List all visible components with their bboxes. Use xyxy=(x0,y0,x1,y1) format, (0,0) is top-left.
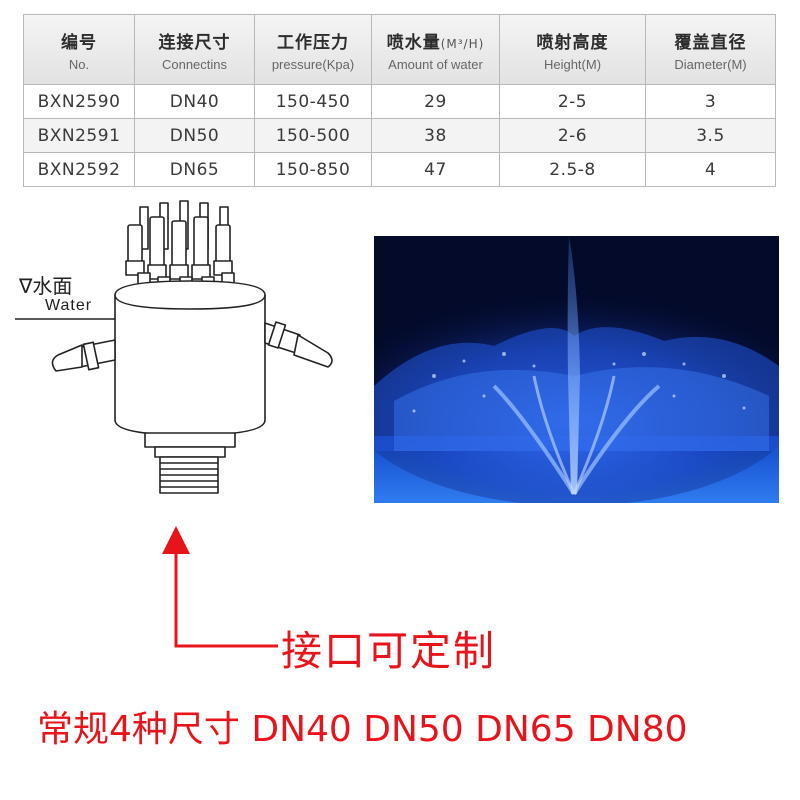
table-cell: 29 xyxy=(371,84,500,119)
table-cell: 3 xyxy=(645,84,776,119)
central-jet xyxy=(567,236,580,494)
table-cell: 2-5 xyxy=(499,84,646,119)
table-row: BXN2592 DN65 150-850 47 2.5-8 4 xyxy=(23,152,776,187)
side-nozzle-left xyxy=(51,339,116,372)
table-cell: BXN2592 xyxy=(23,152,135,187)
fountain-photo xyxy=(374,236,779,503)
table-cell: DN40 xyxy=(134,84,255,119)
table-cell: 2.5-8 xyxy=(499,152,646,187)
table-row: BXN2590 DN40 150-450 29 2-5 3 xyxy=(23,84,776,119)
red-arrow-icon xyxy=(162,526,278,648)
table-cell: 2-6 xyxy=(499,118,646,153)
table-row: BXN2591 DN50 150-500 38 2-6 3.5 xyxy=(23,118,776,153)
water-surface-label: ∇水面 xyxy=(19,274,73,298)
nozzle-body xyxy=(114,280,266,436)
table-cell: 47 xyxy=(371,152,500,187)
table-cell: 38 xyxy=(371,118,500,153)
threaded-connector xyxy=(159,456,219,494)
water-surface-label-en: Water xyxy=(45,297,93,314)
nozzle-collar xyxy=(144,432,236,448)
table-cell: 150-500 xyxy=(254,118,372,153)
table-cell: BXN2590 xyxy=(23,84,135,119)
table-cell: 150-450 xyxy=(254,84,372,119)
table-cell: 150-850 xyxy=(254,152,372,187)
side-nozzle-right xyxy=(264,321,333,368)
standard-sizes-text: 常规4种尺寸 DN40 DN50 DN65 DN80 xyxy=(37,709,688,750)
table-cell: BXN2591 xyxy=(23,118,135,153)
table-cell: 4 xyxy=(645,152,776,187)
table-cell: DN65 xyxy=(134,152,255,187)
customizable-interface-text: 接口可定制 xyxy=(281,627,496,675)
nozzle-diagram xyxy=(15,200,333,494)
table-cell: DN50 xyxy=(134,118,255,153)
header-cell: 喷水量(M³/H)Amount of water xyxy=(371,14,500,85)
table-cell: 3.5 xyxy=(645,118,776,153)
